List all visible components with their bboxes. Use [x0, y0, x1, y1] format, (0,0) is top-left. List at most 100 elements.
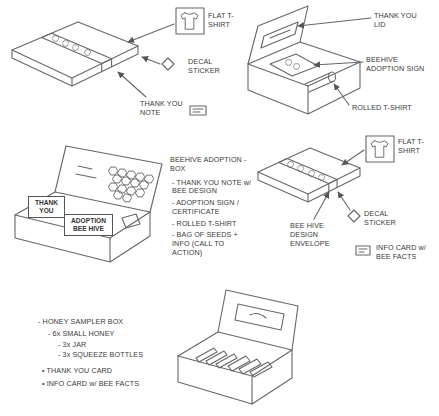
annotation-text: FLAT T-SHIRT — [208, 12, 244, 30]
pencil-stroke — [122, 194, 131, 202]
envelope-box-sketch — [258, 136, 394, 255]
pencil-stroke — [108, 183, 117, 191]
pencil-stroke — [139, 181, 148, 189]
annotation-text: INFO CARD w/ BEE FACTS — [376, 244, 434, 262]
annotation-text: ROLLED T-SHIRT — [352, 104, 412, 113]
pencil-stroke — [285, 60, 291, 65]
pencil-stroke — [117, 185, 126, 193]
pencil-stroke — [218, 290, 298, 350]
sketch-annotation: - ADOPTION SIGN / CERTIFICATE — [172, 199, 256, 217]
pencil-stroke — [112, 175, 121, 183]
pencil-stroke — [298, 18, 371, 26]
pencil-stroke — [142, 57, 160, 64]
pencil-stroke — [270, 30, 290, 38]
sketch-annotation: BEE HIVE DESIGN ENVELOPE — [290, 222, 334, 248]
pencil-stroke — [128, 24, 174, 42]
pencil-stroke — [366, 136, 394, 162]
sketch-annotation: - THANK YOU NOTE w/ BEE DESIGN — [172, 179, 256, 197]
sketch-annotation: THANK YOU LID — [374, 12, 420, 30]
node-text: ADOPTION BEE HIVE — [69, 217, 109, 232]
pencil-stroke — [305, 73, 334, 92]
pencil-stroke — [248, 62, 360, 114]
pencil-stroke — [118, 72, 146, 97]
annotation-text: - 3x SQUEEZE BOTTLES — [58, 351, 143, 360]
sketch-annotation: - ROLLED T-SHIRT — [172, 220, 236, 229]
pencil-stroke — [55, 146, 162, 212]
flat-box-sketch — [12, 8, 206, 115]
annotation-text: THANK YOU LID — [374, 12, 420, 30]
annotation-text: - HONEY SAMPLER BOX — [38, 318, 123, 327]
sketch-annotation: DECAL STICKER — [188, 58, 228, 76]
pencil-stroke — [279, 159, 337, 184]
pencil-stroke — [318, 175, 324, 180]
sketch-annotation: INFO CARD w/ BEE FACTS — [376, 244, 434, 262]
pencil-stroke — [117, 169, 126, 177]
pencil-stroke — [72, 45, 78, 50]
pencil-stroke — [52, 36, 58, 41]
adoption-box-sketch — [15, 146, 162, 262]
pencil-stroke — [216, 354, 237, 368]
pencil-stroke — [193, 109, 203, 112]
annotation-text: DECAL STICKER — [364, 210, 408, 228]
pencil-stroke — [121, 177, 130, 185]
sketch-annotation: • THANK YOU CARD — [42, 367, 112, 376]
pencil-stroke — [190, 106, 206, 115]
sketch-annotation: ROLLED T-SHIRT — [352, 104, 412, 113]
pencil-stroke — [287, 162, 293, 167]
honey-sampler-sketch — [178, 290, 298, 404]
pencil-stroke — [181, 13, 198, 29]
pencil-stroke — [356, 246, 370, 255]
pencil-stroke — [122, 214, 140, 228]
open-box-sketch — [248, 6, 371, 114]
sketch-annotation: BEEHIVE ADOPTION SIGN — [366, 56, 426, 74]
pencil-stroke — [334, 84, 349, 105]
pencil-stroke — [329, 72, 336, 82]
pencil-stroke — [329, 179, 337, 191]
pencil-stroke — [162, 58, 174, 70]
sketch-annotation: BEEHIVE ADOPTION - BOX — [170, 156, 256, 174]
pencil-stroke — [348, 210, 360, 222]
pencil-stroke — [248, 42, 360, 86]
pencil-stroke — [126, 171, 135, 179]
pencil-stroke — [178, 332, 292, 376]
annotation-text: BEE HIVE DESIGN ENVELOPE — [290, 222, 334, 248]
pencil-stroke — [342, 150, 364, 165]
annotation-text: - ROLLED T-SHIRT — [172, 220, 236, 229]
annotation-text: - ADOPTION SIGN / CERTIFICATE — [172, 199, 256, 217]
thank-you-card: THANK YOU — [28, 196, 65, 218]
annotation-text: • INFO CARD w/ BEE FACTS — [42, 380, 139, 389]
sketch-annotation: FLAT T-SHIRT — [398, 138, 436, 156]
pencil-stroke — [135, 189, 144, 197]
annotation-text: FLAT T-SHIRT — [398, 138, 436, 156]
pencil-stroke — [297, 166, 303, 171]
pencil-stroke — [314, 192, 329, 219]
node-text: THANK YOU — [33, 199, 61, 214]
pencil-stroke — [270, 54, 318, 76]
sketch-annotation: - 6x SMALL HONEY — [48, 330, 114, 339]
annotation-text: BEEHIVE ADOPTION SIGN — [366, 56, 426, 74]
pencil-stroke — [250, 314, 266, 318]
pencil-stroke — [135, 173, 144, 181]
pencil-stroke — [261, 22, 298, 48]
annotation-text: THANK YOU NOTE — [140, 100, 184, 118]
sketch-annotation: FLAT T-SHIRT — [208, 12, 244, 30]
pencil-stroke — [308, 171, 314, 176]
pencil-stroke — [196, 348, 217, 362]
sketch-annotation: - 3x JAR — [58, 341, 86, 350]
annotation-text: - 3x JAR — [58, 341, 86, 350]
adoption-sign: ADOPTION BEE HIVE — [64, 214, 113, 236]
annotation-text: - BAG OF SEEDS + INFO (CALL TO ACTION) — [172, 231, 256, 257]
pencil-stroke — [108, 167, 117, 175]
pencil-stroke — [144, 175, 153, 183]
pencil-stroke — [130, 179, 139, 187]
annotation-text: BEEHIVE ADOPTION - BOX — [170, 156, 256, 174]
pencil-stroke — [258, 168, 360, 202]
pencil-stroke — [113, 191, 122, 199]
pencil-stroke — [12, 22, 138, 78]
pencil-stroke — [102, 59, 112, 72]
annotation-text: - THANK YOU NOTE w/ BEE DESIGN — [172, 179, 256, 197]
pencil-stroke — [293, 64, 299, 69]
pencil-stroke — [84, 50, 90, 55]
annotation-text: DECAL STICKER — [188, 58, 228, 76]
